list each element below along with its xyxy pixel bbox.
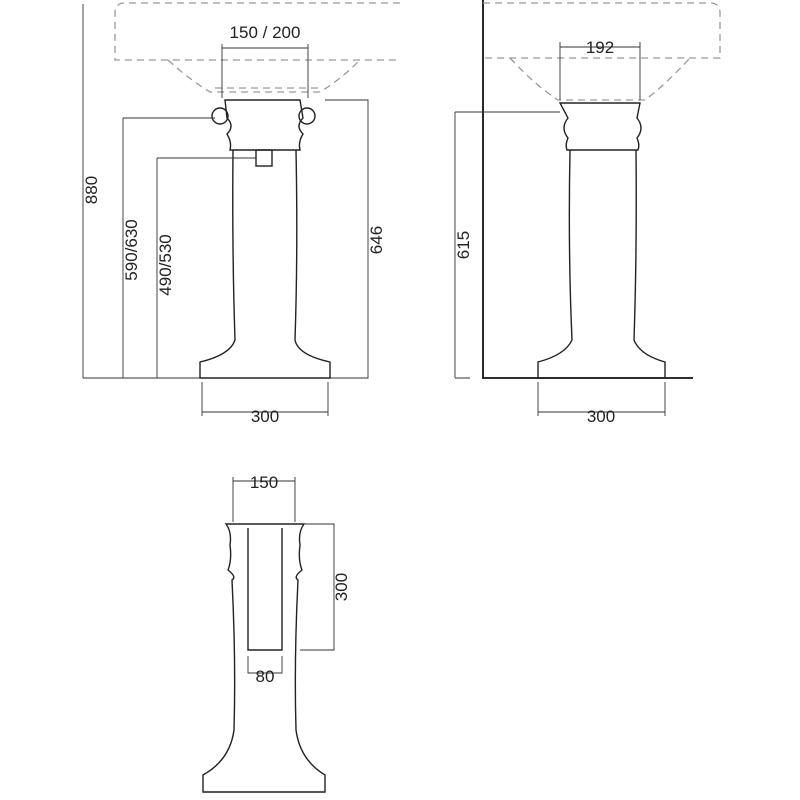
dim-590-630: [122, 117, 215, 378]
label-top-opening: 150: [250, 473, 278, 492]
label-drain-width: 150 / 200: [230, 23, 301, 42]
side-basin-bowl: [509, 57, 691, 101]
dim-front-300: [201, 382, 329, 416]
dim-880: [82, 4, 200, 379]
label-pedestal-height: 646: [367, 226, 386, 254]
label-side-drain-width: 192: [586, 38, 614, 57]
dim-150-200: [221, 44, 309, 98]
pedestal-outline: [199, 99, 331, 379]
basin-bowl: [167, 59, 361, 93]
side-basin-outline: [483, 2, 721, 59]
side-pedestal-outline: [537, 102, 666, 379]
side-view: 192 615 300: [454, 0, 721, 426]
rear-pedestal-outline: [202, 523, 326, 793]
label-supply-height: 590/630: [122, 219, 141, 280]
dim-side-300: [537, 382, 666, 416]
trap-outlet: [255, 149, 273, 167]
label-slot-height: 300: [332, 573, 351, 601]
label-total-height: 880: [82, 176, 101, 204]
dim-300: [300, 523, 335, 651]
rear-slot: [247, 528, 283, 651]
dim-490-530: [156, 157, 256, 378]
label-slot-width: 80: [256, 667, 275, 686]
label-side-base-width: 300: [587, 407, 615, 426]
dim-150: [232, 477, 296, 522]
rear-view: 150 300 80: [202, 473, 351, 793]
supply-connector: [298, 107, 316, 125]
dim-192: [559, 42, 641, 100]
dim-615: [454, 111, 560, 379]
dim-646: [325, 99, 369, 379]
label-trap-height: 490/530: [156, 234, 175, 295]
label-side-pedestal-height: 615: [454, 231, 473, 259]
front-view: 150 / 200 880 590/630 490/530 646 300: [82, 2, 400, 426]
supply-connector: [211, 107, 229, 125]
dim-80: [247, 656, 283, 674]
basin-outline: [114, 2, 400, 61]
label-base-width: 300: [251, 407, 279, 426]
